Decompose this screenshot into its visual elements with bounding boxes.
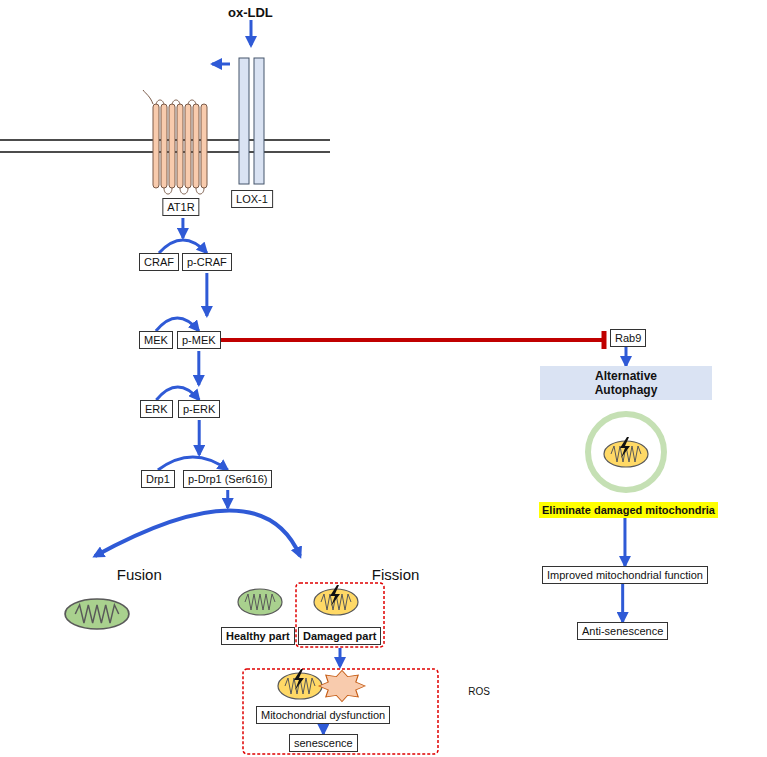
connector-line	[625, 347, 628, 366]
arrow-connector	[626, 347, 627, 366]
engulfed-mitochondrion	[604, 441, 648, 467]
node-text: Rab9	[615, 332, 641, 344]
healthy-mitochondrion	[238, 589, 282, 615]
pathway-band: Alternative Autophagy	[540, 366, 712, 400]
process-box: Improved mitochondrial function	[542, 566, 708, 584]
text-label: Fission	[372, 566, 420, 583]
process-box: ERK	[140, 400, 173, 418]
process-box: Rab9	[610, 329, 646, 347]
arrow-connector	[622, 584, 623, 622]
dysfunction-region	[243, 669, 438, 754]
arrow-connector	[156, 318, 199, 331]
node-text: CRAF	[144, 256, 174, 268]
node-text: p-MEK	[182, 334, 216, 346]
connector-line	[621, 584, 624, 622]
node-text: MEK	[144, 334, 168, 346]
connector-line	[159, 240, 207, 253]
signal-arrow	[226, 490, 229, 508]
text-label: ox-LDL	[228, 5, 273, 20]
autophagosome	[588, 414, 664, 490]
node-text: p-Drp1 (Ser616)	[188, 473, 267, 485]
lightning-bolt	[294, 669, 304, 690]
receptor-node: AT1R	[150, 56, 212, 216]
arrow-connector	[158, 457, 228, 470]
fusion-fission-arc	[95, 511, 300, 557]
connector-line	[158, 457, 228, 470]
process-box: Anti-senescence	[577, 622, 668, 640]
node-text: Drp1	[146, 473, 170, 485]
lox1-receptor	[239, 58, 264, 184]
signal-arrow	[181, 218, 184, 238]
node-text: Anti-senescence	[582, 625, 663, 637]
arrow-connector	[624, 518, 625, 566]
inhibition-connector	[221, 331, 604, 349]
process-box: MEK	[139, 331, 173, 349]
lightning-bolt	[620, 437, 630, 458]
node-text: Improved mitochondrial function	[547, 569, 703, 581]
ros-burst	[319, 670, 365, 701]
damaged-region	[296, 583, 384, 647]
node-text: AT1R	[162, 198, 199, 216]
process-box: p-Drp1 (Ser616)	[183, 470, 272, 488]
node-text: Damaged part	[303, 630, 376, 642]
arrow-connector	[156, 387, 199, 400]
node-text: Alternative Autophagy	[584, 369, 668, 397]
inhibition-bar	[602, 331, 607, 349]
process-box: p-MEK	[177, 331, 221, 349]
process-box: Healthy part	[221, 627, 295, 645]
process-box: Drp1	[141, 470, 175, 488]
connector-line	[322, 724, 325, 734]
highlight-box: Eliminate damaged mitochondria	[539, 502, 718, 518]
process-box: senescence	[289, 734, 358, 752]
damaged-mitochondrion	[314, 589, 358, 615]
connector-line	[221, 338, 604, 342]
signal-arrow	[205, 273, 208, 316]
node-text: ERK	[145, 403, 168, 415]
lightning-bolt	[330, 585, 340, 606]
arrow-connector	[159, 240, 207, 253]
text-label: ROS	[468, 686, 490, 697]
connector-line	[156, 318, 199, 331]
process-box: CRAF	[139, 253, 179, 271]
node-text: Eliminate damaged mitochondria	[542, 504, 715, 516]
node-text: Healthy part	[226, 630, 290, 642]
ligand-arrow	[250, 20, 253, 45]
process-box: Damaged part	[298, 627, 381, 645]
at1r-receptor	[143, 90, 207, 194]
node-text: p-ERK	[183, 403, 215, 415]
fused-mitochondrion	[65, 599, 129, 629]
process-box: Mitochondrial dysfunction	[256, 706, 390, 724]
connector-line	[623, 518, 626, 566]
node-text: LOX-1	[231, 190, 273, 208]
arrow-connector	[323, 724, 324, 734]
node-text: p-CRAF	[187, 256, 227, 268]
text-label: Fusion	[117, 566, 162, 583]
dysfunctional-mitochondrion	[278, 673, 322, 699]
node-text: senescence	[294, 737, 353, 749]
connector-line	[156, 387, 199, 400]
node-text: Mitochondrial dysfunction	[261, 709, 385, 721]
process-box: p-ERK	[178, 400, 220, 418]
process-box: p-CRAF	[182, 253, 232, 271]
signal-arrow	[197, 351, 200, 385]
flow-arrow	[339, 648, 342, 666]
connector-line	[212, 63, 230, 66]
arrow-connector	[212, 64, 230, 65]
receptor-node: LOX-1	[230, 48, 274, 208]
signal-arrow	[198, 420, 201, 455]
